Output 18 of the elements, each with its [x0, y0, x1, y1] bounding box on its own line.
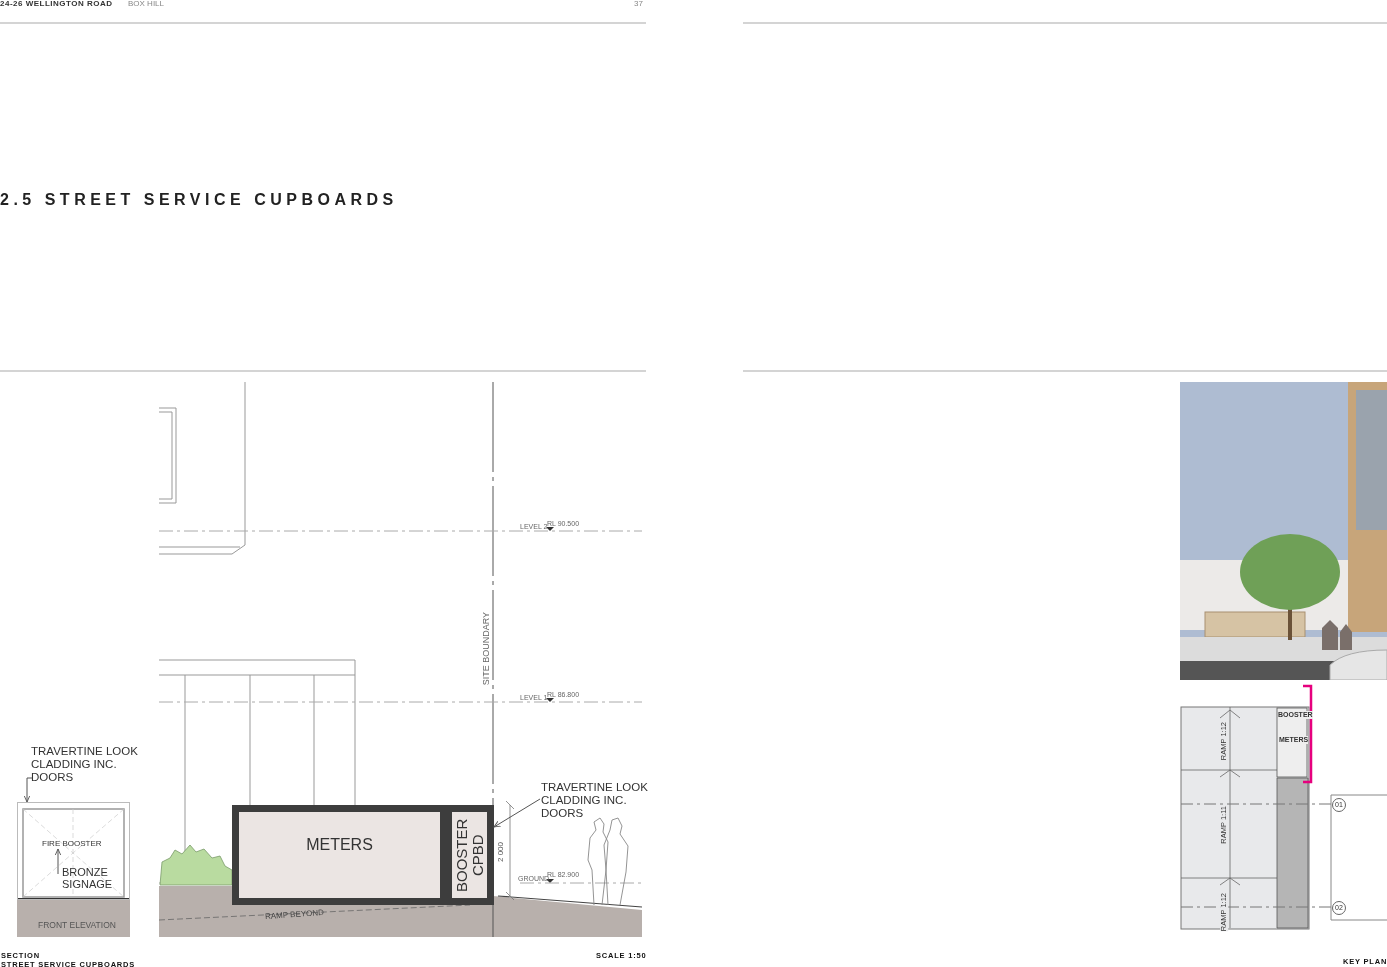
callout-text: TRAVERTINE LOOK CLADDING INC. DOORS — [541, 781, 651, 820]
room-label: METERS — [305, 836, 374, 854]
dimension-text: 2 000 — [497, 842, 506, 863]
room-label: BOOSTER CPBD — [453, 817, 486, 894]
sign-text: BRONZE SIGNAGE — [62, 866, 129, 890]
callout-text: TRAVERTINE LOOK CLADDING INC. DOORS — [31, 745, 141, 784]
header-text: BOX HILL — [128, 0, 164, 9]
page-number: 37 — [634, 0, 643, 9]
cupboard-elevation-drawing — [17, 802, 130, 900]
leader-arrow — [493, 798, 541, 828]
booster-cupboard — [447, 805, 494, 905]
section-heading: 2.5 STREET SERVICE CUPBOARDS — [0, 191, 398, 209]
header-text: 24-26 WELLINGTON ROAD — [0, 0, 113, 9]
meter-cupboard — [232, 805, 447, 905]
sign-text: FIRE BOOSTER — [42, 839, 102, 848]
part-label: RAMP BEYOND — [264, 908, 325, 922]
boundary-label: SITE BOUNDARY — [482, 612, 492, 686]
view-label: FRONT ELEVATION — [38, 921, 116, 931]
